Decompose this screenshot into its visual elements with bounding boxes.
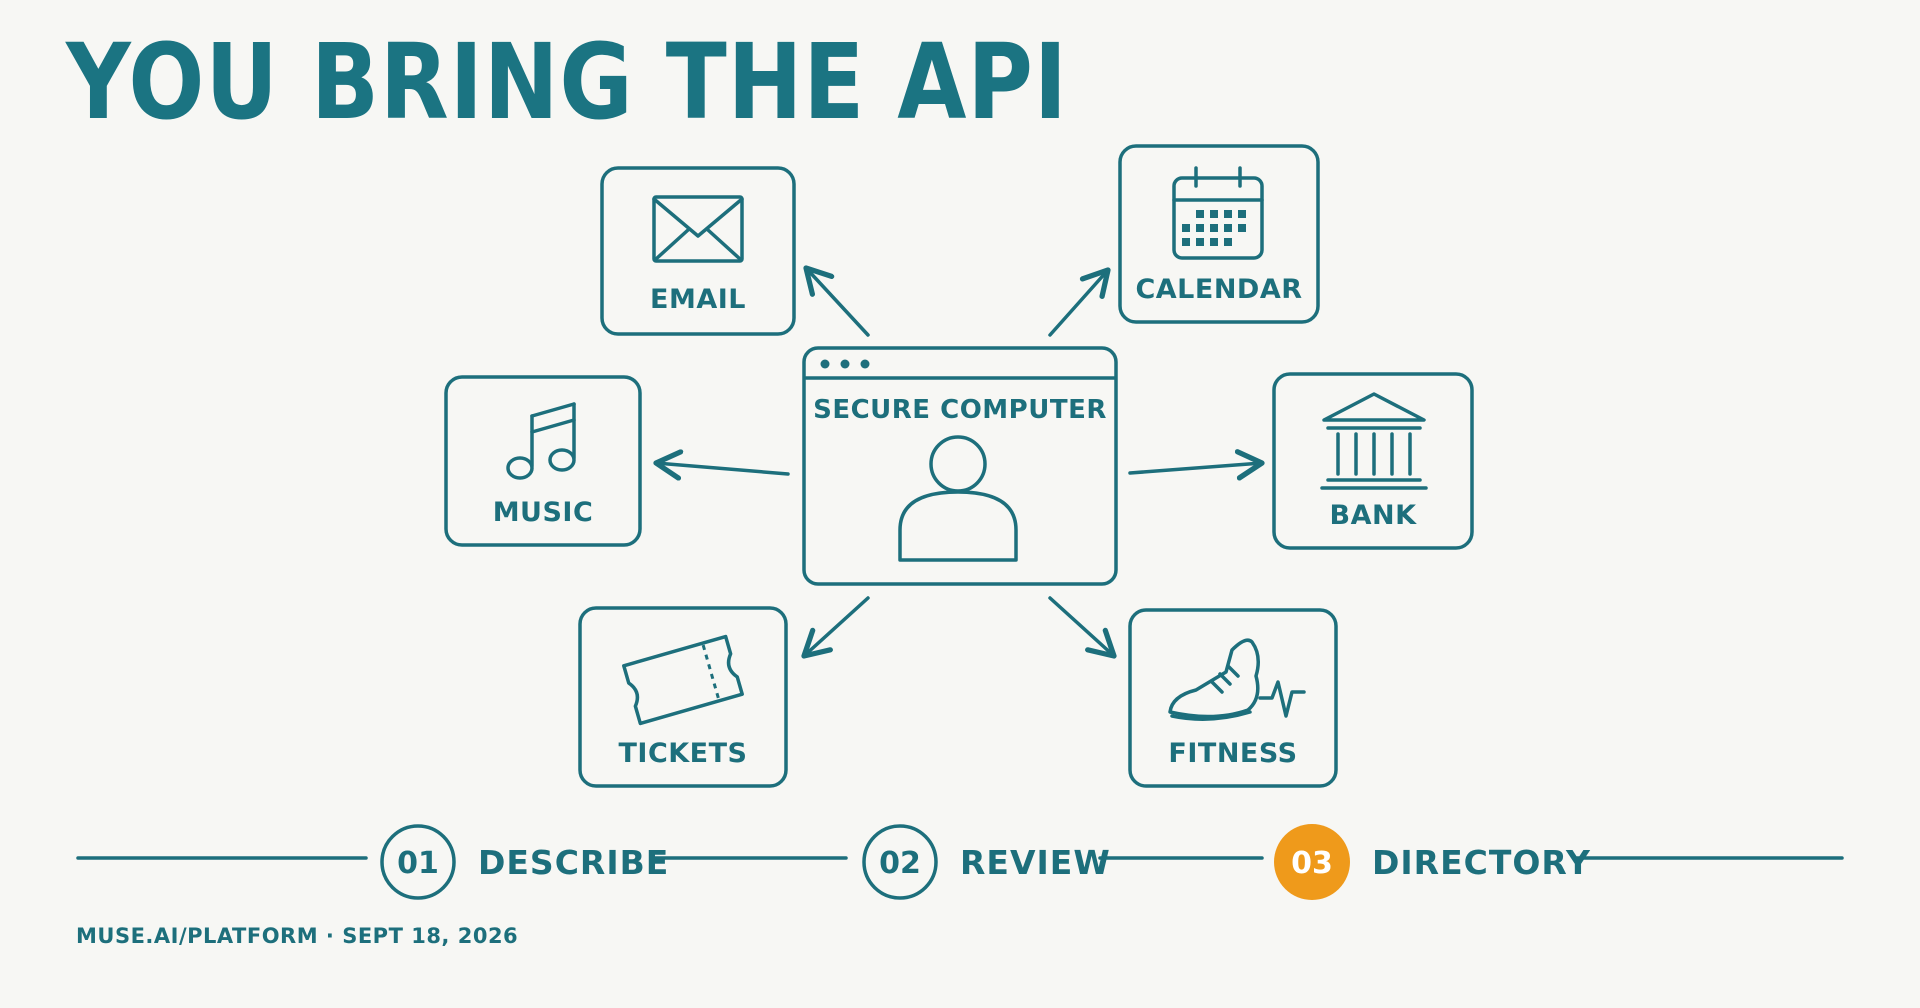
node-label-bank: BANK <box>1330 500 1418 531</box>
window-dot-icon <box>860 359 870 369</box>
active-step-badge <box>1274 824 1350 900</box>
step-label: DESCRIBE <box>478 843 669 882</box>
node-fitness: FITNESS <box>1128 608 1338 788</box>
step-label: DIRECTORY <box>1372 843 1591 882</box>
node-label-email: EMAIL <box>650 284 746 315</box>
bank-icon <box>1320 392 1428 490</box>
arrow-to-fitness <box>1048 596 1117 659</box>
music-note-icon <box>506 402 576 480</box>
connection-arrows <box>653 265 1265 659</box>
person-icon <box>898 435 1018 562</box>
sneaker-icon <box>1168 638 1260 721</box>
arrow-to-bank <box>1128 449 1265 481</box>
arrow-to-calendar <box>1048 267 1111 337</box>
node-music: MUSIC <box>444 375 642 547</box>
arrow-to-tickets <box>801 596 870 659</box>
node-tickets: TICKETS <box>578 606 788 788</box>
window-frame <box>802 346 1118 586</box>
envelope-icon <box>652 195 744 263</box>
arrow-to-music <box>653 449 790 481</box>
center-label: SECURE COMPUTER <box>813 395 1107 425</box>
steps-timeline: 01 DESCRIBE 02 REVIEW 03 DIRECTORY <box>76 824 1844 900</box>
window-dot-icon <box>840 359 850 369</box>
node-bank: BANK <box>1272 372 1474 550</box>
node-label-tickets: TICKETS <box>618 738 747 769</box>
secure-computer-node: SECURE COMPUTER <box>802 346 1118 586</box>
step-03-active[interactable]: 03 DIRECTORY <box>1274 824 1591 900</box>
step-label: REVIEW <box>960 843 1111 882</box>
step-number: 01 <box>397 846 439 881</box>
node-label-fitness: FITNESS <box>1168 738 1297 769</box>
footer-text: MUSE.AI/PLATFORM · SEPT 18, 2026 <box>76 924 519 948</box>
node-label-calendar: CALENDAR <box>1135 274 1302 305</box>
calendar-icon <box>1172 166 1264 260</box>
node-label-music: MUSIC <box>493 497 594 528</box>
window-dot-icon <box>820 359 830 369</box>
ticket-icon <box>622 634 744 726</box>
step-number: 03 <box>1291 846 1333 881</box>
node-calendar: CALENDAR <box>1118 144 1320 324</box>
heartbeat-icon <box>1258 680 1306 718</box>
step-01[interactable]: 01 DESCRIBE <box>380 824 669 900</box>
node-email: EMAIL <box>600 166 796 336</box>
arrow-to-email <box>803 265 870 337</box>
step-02[interactable]: 02 REVIEW <box>862 824 1111 900</box>
page-title: YOU BRING THE API <box>66 21 1068 143</box>
step-number: 02 <box>879 846 921 881</box>
